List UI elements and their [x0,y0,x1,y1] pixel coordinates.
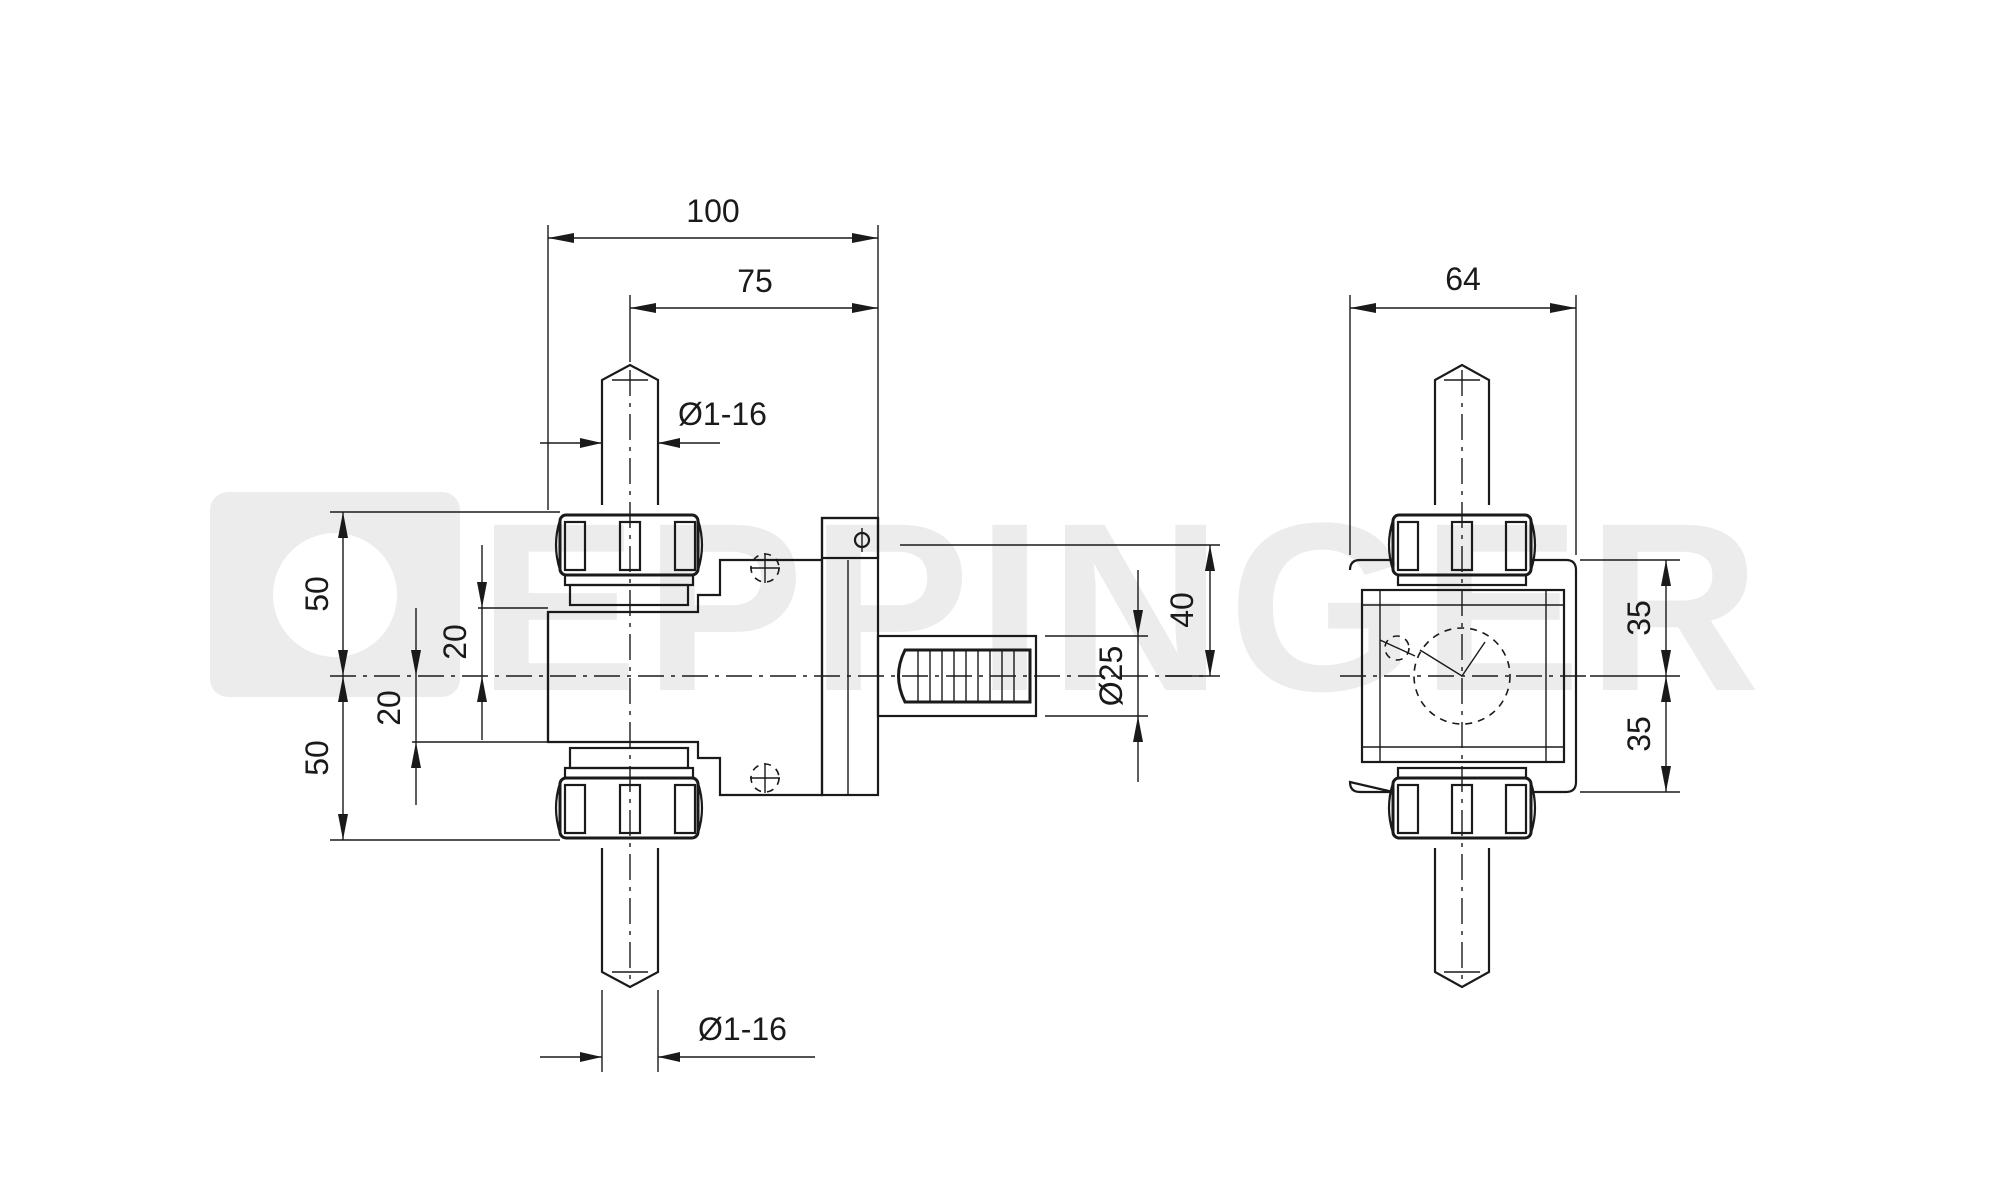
dim-tool-dia-top-lines [540,425,720,505]
dim-spindle-offset: 75 [737,263,773,299]
dim-75 [629,295,878,362]
dim-20-upper [477,545,548,740]
dim-tool-dia-top: Ø1-16 [678,396,767,432]
dim-tool-dia-bottom-lines [540,990,815,1072]
dim-lower-height: 50 [299,740,335,776]
dim-front-lower-half: 35 [1621,716,1657,752]
dim-40 [900,544,1220,677]
front-housing [1348,558,1578,794]
dim-tool-dia-bottom: Ø1-16 [698,1011,787,1047]
front-upper-collet-nut [1387,513,1537,587]
dim-20-lower [411,608,548,805]
dim-front-upper-half: 35 [1621,600,1657,636]
lower-collet-nut [554,746,704,840]
dim-overall-length: 100 [686,193,739,229]
lower-tool [600,848,660,989]
front-lower-tool [1433,848,1491,989]
dim-64 [1349,295,1577,555]
dim-25 [1045,570,1148,782]
dim-shank-dia: Ø25 [1093,646,1129,706]
dim-upper-body: 20 [437,624,473,660]
watermark-logo-icon [273,533,397,657]
front-lower-collet-nut [1387,766,1537,840]
dim-lower-body: 20 [371,690,407,726]
dim-100 [547,225,879,520]
side-view: 100 75 Ø1-16 Ø1-16 [299,193,1220,1072]
shank [876,634,1038,718]
dim-35-pair [1580,559,1680,793]
upper-tool [600,363,660,505]
front-view: 64 35 35 [1340,261,1680,989]
dim-50-pair [330,511,560,841]
dim-front-width: 64 [1445,261,1481,297]
front-upper-tool [1433,363,1491,505]
dim-upper-height: 50 [299,576,335,612]
upper-collet-nut [554,513,704,607]
dim-shank-height: 40 [1164,592,1200,628]
